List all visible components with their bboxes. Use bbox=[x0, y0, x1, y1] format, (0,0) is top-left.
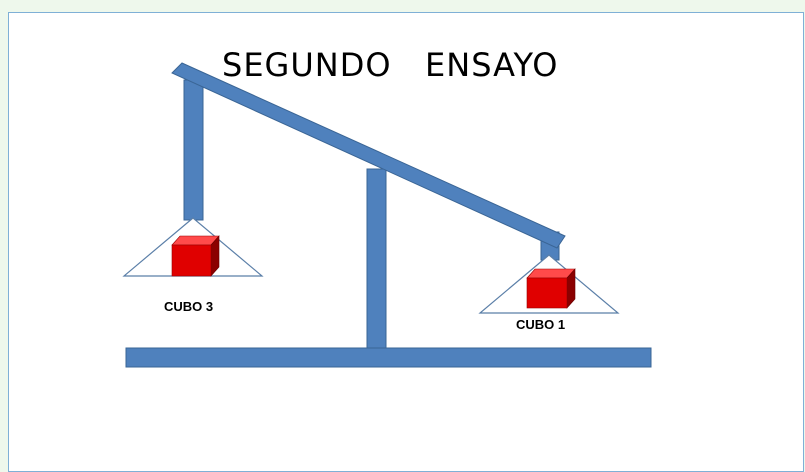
tilted-beam bbox=[171, 62, 566, 249]
right-cube bbox=[526, 268, 576, 309]
left-cube bbox=[171, 235, 220, 277]
right-pan-label: CUBO 1 bbox=[516, 317, 566, 332]
balance-scale-diagram bbox=[122, 62, 652, 368]
diagram-frame bbox=[8, 12, 804, 472]
scale-central-post bbox=[366, 168, 387, 349]
scale-base bbox=[125, 347, 652, 368]
diagram-title: SEGUNDO ENSAYO bbox=[222, 46, 559, 84]
left-pan-label: CUBO 3 bbox=[164, 299, 214, 314]
left-hanger-rod bbox=[183, 79, 204, 221]
